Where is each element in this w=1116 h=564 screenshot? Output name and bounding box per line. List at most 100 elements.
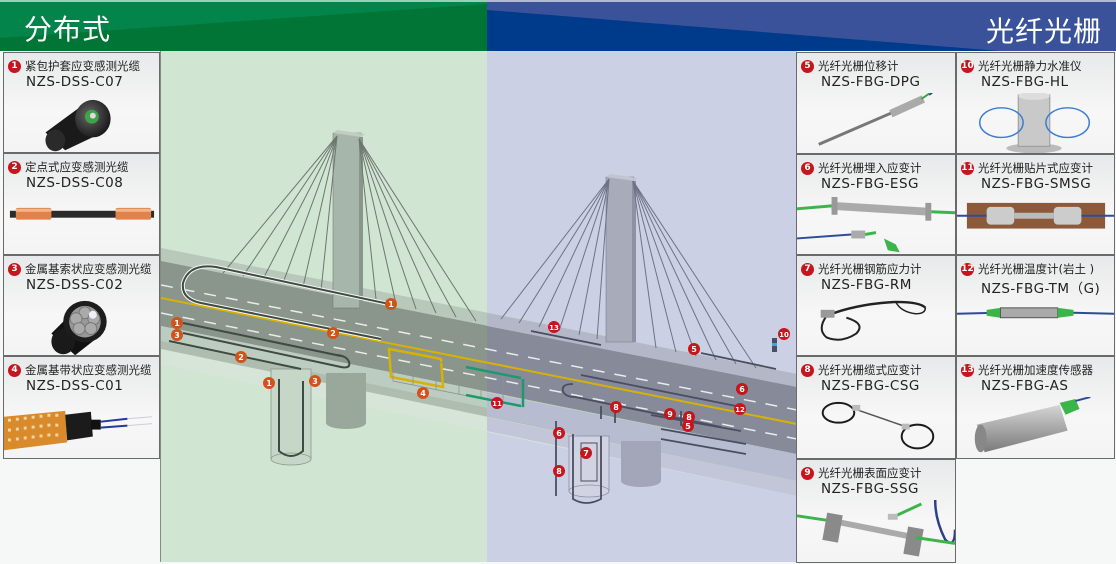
pylon-right [605,174,638,343]
metal-strand-cable-icon [51,300,107,355]
diagram-marker-6: 6 [553,427,565,439]
svg-text:1: 1 [174,319,180,328]
diagram-marker-5: 5 [688,343,700,355]
svg-text:7: 7 [583,449,589,458]
distributed-cable-routes [168,264,390,457]
product-name: 光纤光栅位移计 [818,59,899,73]
product-name: 光纤光栅缆式应变计 [818,363,922,377]
svg-text:5: 5 [691,345,697,354]
svg-text:1: 1 [266,379,272,388]
product-card-nzs-fbg-esg[interactable]: 6 光纤光栅埋入应变计 NZS-FBG-ESG [796,154,956,255]
product-model: NZS-FBG-HL [981,74,1069,90]
product-number-badge: 3 [8,262,21,276]
product-card-nzs-dss-c07[interactable]: 1 紧包护套应变感测光缆 NZS-DSS-C07 [3,52,160,153]
product-name: 光纤光栅表面应变计 [818,466,922,480]
product-number-badge: 10 [961,59,974,73]
displacement-gauge-icon [818,93,933,146]
diagram-marker-6: 6 [736,383,748,395]
svg-text:6: 6 [556,429,562,438]
header-background [0,0,1116,51]
svg-text:1: 1 [388,300,394,309]
product-card-nzs-dss-c01[interactable]: 4 金属基带状应变感测光缆 NZS-DSS-C01 [3,356,160,459]
diagram-marker-2: 2 [235,351,247,363]
product-name: 光纤光栅贴片式应变计 [978,161,1093,175]
svg-text:12: 12 [735,406,745,414]
product-number-badge: 5 [801,59,814,73]
diagram-marker-7: 7 [580,447,592,459]
product-name: 紧包护套应变感测光缆 [25,59,140,73]
product-name: 金属基带状应变感测光缆 [25,363,152,377]
product-number-badge: 6 [801,161,814,175]
product-number-badge: 1 [8,59,21,73]
diagram-marker-5: 5 [682,420,694,432]
ribbon-cable-route [387,347,445,389]
svg-text:8: 8 [686,413,692,422]
header-banner: 分布式 光纤光栅 [0,0,1116,51]
product-number-badge: 12 [961,262,974,276]
fixed-point-cable-icon [9,207,155,220]
product-name: 光纤光栅温度计(岩土 ) [978,262,1095,276]
thermometer-icon [957,307,1114,319]
product-model: NZS-DSS-C02 [26,277,124,293]
svg-text:3: 3 [174,331,180,340]
svg-text:2: 2 [330,329,336,338]
product-name: 定点式应变感测光缆 [25,160,129,174]
product-model: NZS-DSS-C01 [26,378,124,394]
lane-markings [161,284,797,440]
embedded-strain-gauge-icon [797,196,955,253]
cable-stayed-bridge-illustration: 1 1 3 2 2 1 3 4 13 5 10 11 6 8 9 8 12 5 [161,51,797,562]
distributed-title: 分布式 [24,13,112,46]
svg-text:8: 8 [556,467,562,476]
product-name: 光纤光栅埋入应变计 [818,161,922,175]
metal-ribbon-cable-icon [4,410,153,451]
diagram-marker-1: 1 [263,377,275,389]
cable-strain-gauge-icon [821,401,935,450]
svg-text:10: 10 [779,331,789,339]
bridge-diagram: 1 1 3 2 2 1 3 4 13 5 10 11 6 8 9 8 12 5 [160,51,797,562]
product-card-nzs-fbg-dpg[interactable]: 5 光纤光栅位移计 NZS-FBG-DPG [796,52,956,154]
product-model: NZS-FBG-CSG [821,378,920,394]
diagram-marker-2: 2 [327,327,339,339]
product-model: NZS-FBG-DPG [821,74,921,90]
product-model: NZS-DSS-C07 [26,74,124,90]
product-model: NZS-FBG-SSG [821,481,920,497]
hydrostatic-level-icon [978,93,1091,153]
diagram-marker-4: 4 [417,387,429,399]
diagram-marker-8: 8 [553,465,565,477]
diagram-marker-9: 9 [664,408,676,420]
product-model: NZS-FBG-AS [981,378,1069,394]
product-name: 光纤光栅加速度传感器 [978,363,1093,377]
fbg-title: 光纤光栅 [985,15,1102,48]
stay-cables-right [500,178,757,369]
diagram-marker-8: 8 [683,411,695,423]
product-card-nzs-fbg-tm-g[interactable]: 12 光纤光栅温度计(岩土 ) NZS-FBG-TM（G) [956,255,1115,356]
diagram-marker-3: 3 [171,329,183,341]
fbg-markers: 13 5 10 11 6 8 9 8 12 5 6 7 8 [491,321,790,477]
svg-text:2: 2 [238,353,244,362]
stay-cables-left [222,135,477,322]
diagram-marker-1: 1 [171,317,183,329]
product-model: NZS-FBG-ESG [821,176,919,192]
diagram-marker-10: 10 [778,328,790,340]
product-number-badge: 4 [8,363,21,377]
svg-text:3: 3 [312,377,318,386]
product-model: NZS-FBG-TM（G) [981,281,1101,297]
product-model: NZS-FBG-RM [821,277,912,293]
product-model: NZS-FBG-SMSG [981,176,1092,192]
svg-text:6: 6 [739,385,745,394]
svg-text:11: 11 [492,400,502,408]
diagram-marker-13: 13 [548,321,560,333]
product-card-nzs-fbg-csg[interactable]: 8 光纤光栅缆式应变计 NZS-FBG-CSG [796,356,956,459]
product-number-badge: 8 [801,363,814,377]
distributed-markers: 1 1 3 2 2 1 3 4 [171,298,429,399]
svg-text:13: 13 [549,324,559,332]
surface-strain-gauge-icon [797,500,955,557]
